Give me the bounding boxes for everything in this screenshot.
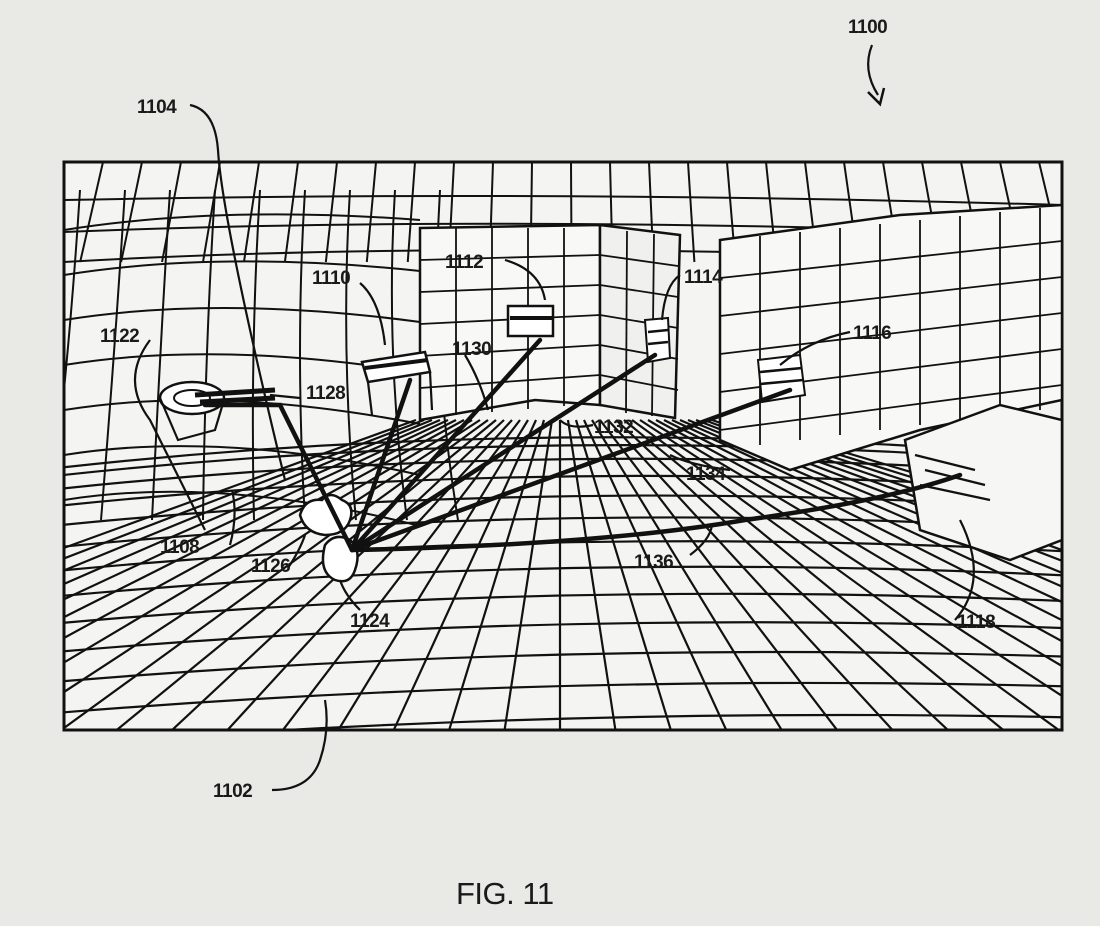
label-1134: 1134: [686, 464, 726, 485]
label-1124: 1124: [350, 611, 390, 632]
grid-line: [64, 565, 1062, 597]
grid-line: [599, 374, 679, 391]
grid-line: [719, 312, 1062, 355]
grid-line: [337, 419, 529, 730]
grid-line: [324, 162, 338, 263]
grid-line: [419, 374, 601, 389]
grid-line: [242, 162, 260, 263]
label-1110: 1110: [312, 268, 350, 289]
grid-line: [161, 162, 182, 263]
grid-line: [711, 418, 1062, 542]
object-1114: [643, 316, 672, 364]
grid-line: [299, 189, 306, 521]
grid-line: [251, 189, 261, 521]
grid-line: [64, 162, 65, 167]
grid-line: [599, 284, 679, 298]
grid-line: [64, 213, 421, 231]
grid-line: [406, 162, 416, 263]
grid-line: [64, 419, 489, 730]
grid-line: [283, 162, 299, 263]
sight-rays: [202, 337, 963, 553]
grid-line: [202, 162, 221, 263]
grid-line: [719, 240, 1062, 279]
object-1116: [756, 353, 807, 404]
grid-line: [64, 418, 417, 550]
grid-line: [64, 306, 421, 323]
grid-line: [695, 418, 1062, 562]
grid-line: [365, 162, 377, 263]
object-1112: [506, 304, 555, 338]
grid-line: [64, 621, 1062, 653]
grid-line: [266, 713, 1062, 730]
grid-line: [281, 419, 521, 730]
grid-line: [419, 344, 601, 357]
grid-line: [625, 230, 628, 414]
grid-line: [345, 189, 357, 521]
label-1104: 1104: [137, 97, 177, 118]
grid-line: [719, 418, 1062, 533]
label-1100: 1100: [848, 17, 887, 38]
grid-line: [64, 681, 1062, 714]
grid-line: [679, 418, 1062, 588]
grid-line: [64, 419, 481, 694]
grid-line: [719, 276, 1062, 317]
grid-line: [64, 260, 421, 276]
grid-line: [64, 418, 433, 572]
leader-lines: [133, 44, 975, 792]
grid-line: [64, 592, 1062, 624]
label-1108: 1108: [160, 537, 199, 558]
grid-line: [151, 189, 171, 521]
grid-line: [419, 284, 601, 293]
grid-line: [390, 189, 408, 521]
grid-line: [687, 418, 1062, 575]
label-1136: 1136: [634, 552, 673, 573]
right-block: [718, 203, 1062, 472]
grid-line: [226, 419, 513, 730]
grid-line: [687, 162, 696, 263]
grid-line: [703, 418, 1062, 552]
figure-caption: FIG. 11: [456, 876, 554, 911]
grid-line: [64, 419, 449, 601]
grid-line: [64, 418, 441, 586]
grid-line: [64, 650, 1062, 683]
label-1114: 1114: [684, 267, 723, 288]
label-1118: 1118: [957, 612, 995, 633]
label-1102: 1102: [213, 781, 252, 802]
label-1128: 1128: [306, 383, 345, 404]
grid-line: [40, 748, 1100, 780]
grid-line: [79, 162, 104, 263]
grid-line: [120, 162, 143, 263]
grid-line: [64, 418, 425, 560]
label-1126: 1126: [251, 556, 290, 577]
label-1116: 1116: [853, 323, 891, 344]
grid-line: [64, 189, 81, 400]
label-1132: 1132: [594, 417, 633, 438]
label-1130: 1130: [452, 339, 491, 360]
grid-line: [114, 419, 497, 730]
grid-line: [419, 254, 601, 261]
grid-line: [719, 384, 1062, 431]
reference-labels: 1100 1104 1110 1112 1114 1116 1122 1128 …: [100, 17, 996, 802]
label-1122: 1122: [100, 326, 139, 347]
grid-line: [64, 419, 465, 640]
grid-line: [1078, 162, 1100, 262]
right-platform: [903, 403, 1062, 562]
grid-line: [599, 254, 679, 267]
object-1110: [360, 350, 434, 416]
label-1112: 1112: [445, 252, 483, 273]
grid-line: [100, 189, 126, 521]
